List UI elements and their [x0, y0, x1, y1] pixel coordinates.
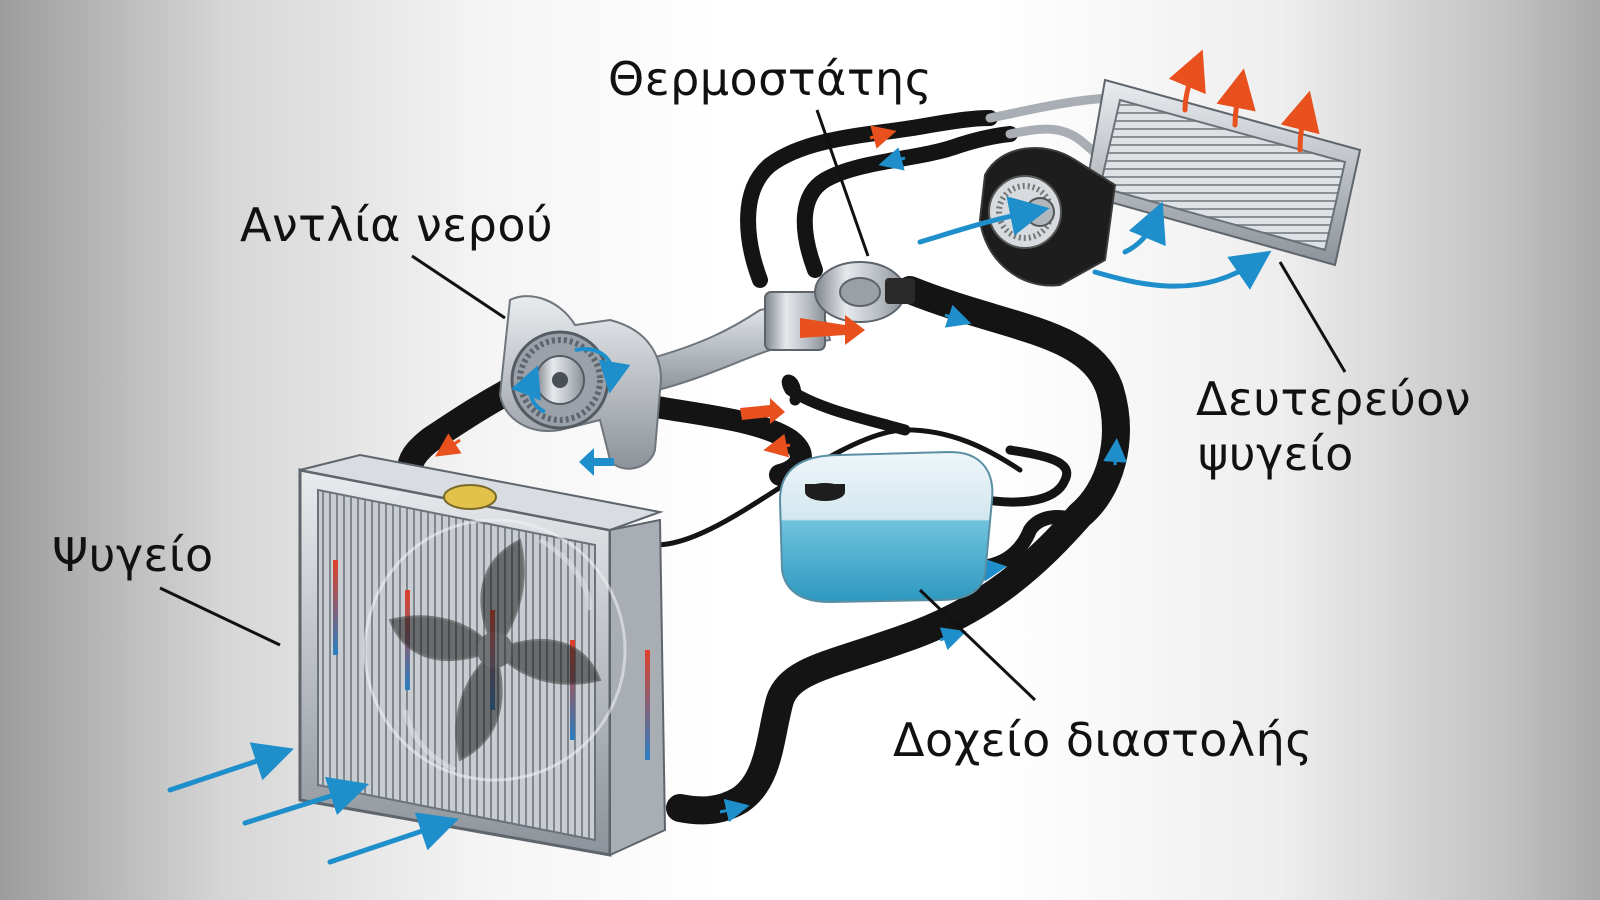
hot-flow-arrows — [740, 315, 865, 424]
leader-heater-core — [1278, 261, 1347, 373]
tank-vent-hose — [970, 445, 1072, 507]
leader-water-pump — [411, 254, 506, 320]
water-pump — [498, 295, 662, 476]
expansion-tank-label: Δοχείο διαστολής — [893, 713, 1313, 767]
heater-return-hose — [796, 126, 1018, 278]
radiator-label: Ψυγείο — [52, 528, 214, 582]
thermostat-label: Θερμοστάτης — [608, 52, 933, 106]
radiator — [298, 453, 667, 857]
water-pump-label: Αντλία νερού — [240, 198, 554, 252]
hose-flow-markers — [435, 125, 1128, 823]
leader-expansion-tank — [918, 588, 1037, 702]
thermostat-housing — [643, 261, 915, 394]
heater-core-label: Δευτερεύον ψυγείο — [1196, 372, 1471, 482]
expansion-tank — [778, 450, 994, 604]
air-flow-cold — [167, 196, 1272, 865]
heater-core-label-line1: Δευτερεύον — [1196, 372, 1472, 426]
bypass-hose-loop — [781, 374, 911, 436]
heater-supply-hose — [740, 110, 998, 288]
leader-radiator — [159, 586, 281, 647]
cooling-fan — [363, 518, 627, 782]
lower-radiator-hose — [666, 276, 1130, 825]
air-flow-warm — [1168, 49, 1320, 153]
heater-core-label-line2: ψυγείο — [1198, 427, 1354, 482]
heater-core — [1083, 78, 1362, 267]
leader-lines — [159, 109, 1347, 702]
leader-thermostat — [815, 109, 870, 257]
